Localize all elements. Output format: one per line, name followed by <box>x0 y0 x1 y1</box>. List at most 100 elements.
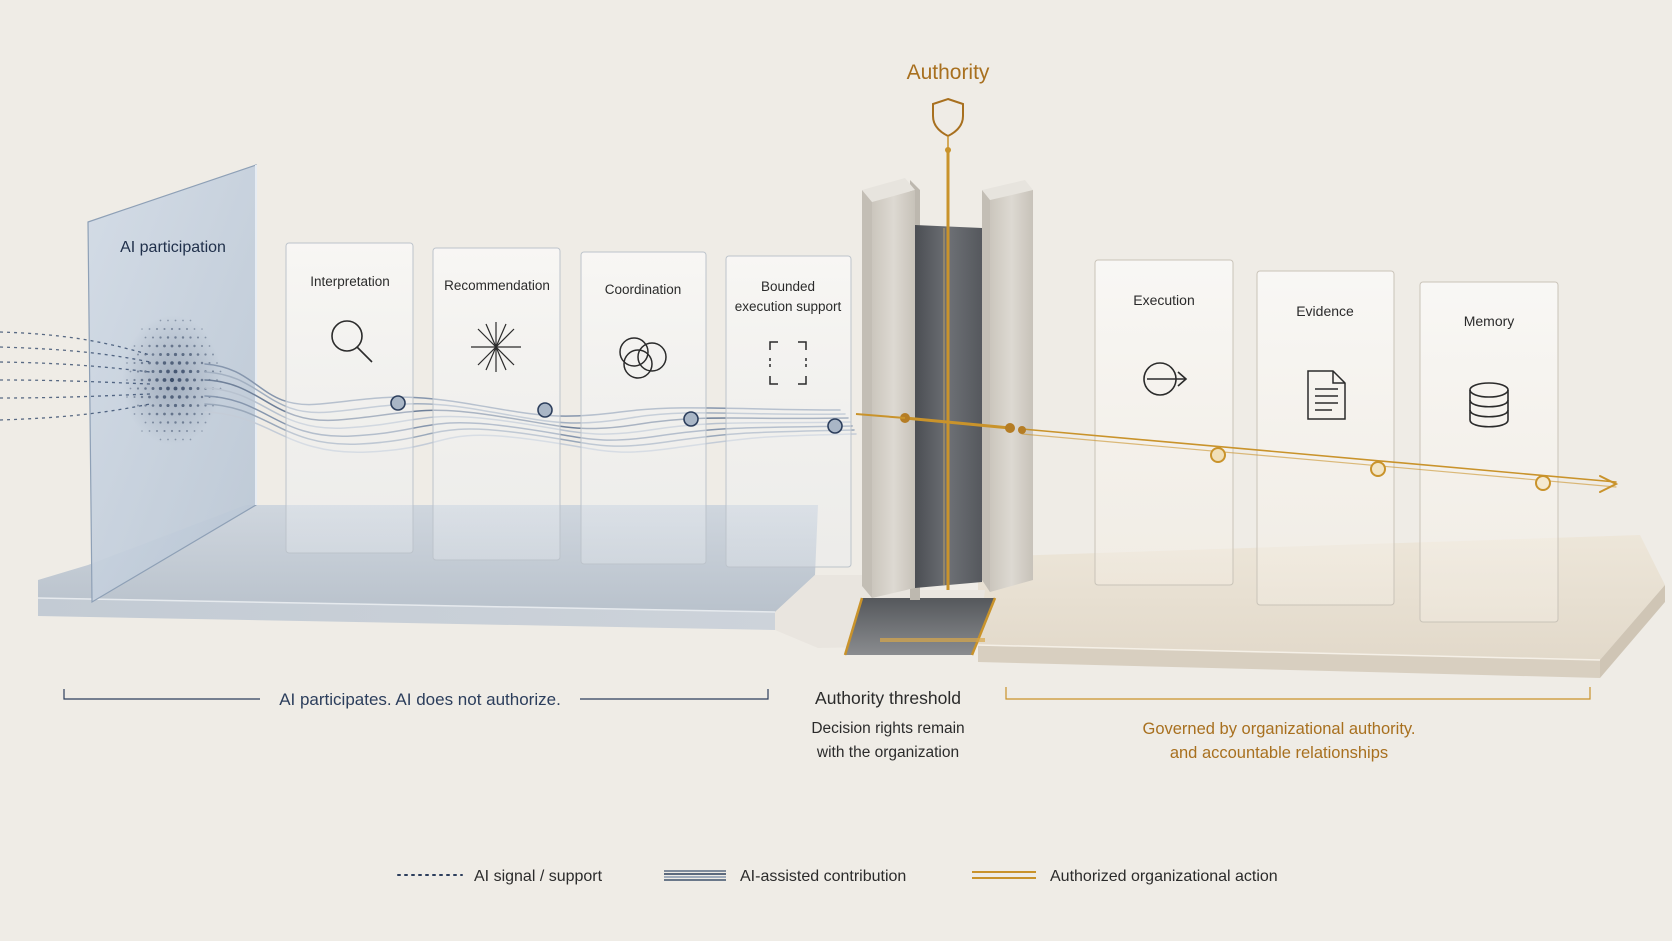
left-caption-group: AI participates. AI does not authorize. <box>63 689 769 709</box>
signal-dot <box>155 344 159 348</box>
signal-dot <box>200 378 204 382</box>
signal-dot <box>189 336 192 339</box>
signal-dot <box>174 336 177 339</box>
signal-dot <box>177 378 182 382</box>
signal-dot <box>144 353 147 356</box>
signal-dot <box>170 395 174 399</box>
arrow-circle-icon <box>1143 362 1188 396</box>
signal-dot <box>140 344 144 348</box>
left-caption: AI participates. AI does not authorize. <box>279 690 561 709</box>
threshold-gap-floor <box>775 575 997 656</box>
signal-dot <box>185 361 189 365</box>
signal-dot <box>159 404 162 407</box>
signal-dot <box>144 370 147 373</box>
signal-dot <box>133 395 136 399</box>
signal-dot <box>177 361 182 365</box>
signal-dot <box>170 344 174 348</box>
signal-dot <box>140 395 144 399</box>
signal-dot <box>141 430 143 432</box>
threshold-caption-group: Authority threshold Decision rights rema… <box>811 688 964 761</box>
signal-dot <box>174 421 177 424</box>
signal-dot <box>148 328 151 330</box>
right-caption-line1: Governed by organizational authority. <box>1142 720 1415 738</box>
signal-dot <box>170 412 174 416</box>
signal-dot <box>140 361 144 365</box>
document-icon <box>1307 370 1346 420</box>
signal-dot <box>178 429 181 433</box>
signal-dot <box>167 438 169 441</box>
signal-dot <box>148 395 151 399</box>
interpretation-label: Interpretation <box>310 274 390 289</box>
signal-dot <box>178 344 181 348</box>
threshold-title: Authority threshold <box>815 688 961 708</box>
signal-dot <box>166 421 170 424</box>
signal-dot <box>148 361 151 365</box>
signal-dot <box>188 369 193 374</box>
signal-dot <box>173 352 178 357</box>
magnifier-icon <box>331 320 373 363</box>
authority-title: Authority <box>907 61 990 84</box>
signal-dot <box>137 353 139 356</box>
signal-dot <box>204 353 207 356</box>
signal-dot <box>151 404 155 407</box>
ai-card-recommendation: Recommendation <box>432 247 561 561</box>
signal-dot <box>159 319 162 322</box>
signal-dot <box>144 421 147 424</box>
signal-dot <box>159 421 162 424</box>
signal-dot <box>201 328 203 330</box>
signal-dot <box>178 412 181 416</box>
bounded-label-line1: Bounded <box>761 279 815 294</box>
signal-dot <box>167 319 169 322</box>
ai-card-coordination: Coordination <box>580 251 707 565</box>
evidence-label: Evidence <box>1296 303 1354 319</box>
signal-dot <box>196 421 200 424</box>
threshold-line2: with the organization <box>816 744 959 761</box>
signal-dot <box>166 386 170 391</box>
recommendation-label: Recommendation <box>444 278 550 293</box>
signal-dot <box>148 378 151 382</box>
signal-dot <box>126 396 128 398</box>
signal-dot <box>208 361 211 365</box>
signal-dot <box>163 344 166 348</box>
signal-dot <box>208 345 211 347</box>
signal-dot <box>155 412 159 416</box>
signal-dot <box>141 328 143 330</box>
signal-dot <box>181 336 185 339</box>
signal-dot <box>170 361 174 365</box>
signal-dot <box>185 378 189 382</box>
signal-dot <box>189 319 192 322</box>
signal-dot <box>193 361 196 365</box>
signal-dot <box>151 387 155 390</box>
signal-dot <box>156 328 158 330</box>
org-card-memory: Memory <box>1419 281 1559 623</box>
right-caption-line2: and accountable relationships <box>1170 744 1388 762</box>
signal-dot <box>151 353 155 356</box>
signal-dot <box>173 369 178 374</box>
database-icon <box>1469 382 1509 428</box>
signal-dot <box>133 378 136 382</box>
signal-dot <box>185 395 189 399</box>
signal-dot <box>181 386 185 391</box>
signal-dot <box>212 353 214 356</box>
bounded-node <box>827 418 843 434</box>
signal-dot <box>159 353 162 356</box>
org-card-evidence: Evidence <box>1256 270 1395 606</box>
signal-dot <box>196 404 200 407</box>
right-caption-group: Governed by organizational authority. an… <box>1005 687 1591 762</box>
signal-dot <box>133 345 136 347</box>
signal-dot <box>158 369 163 374</box>
signal-dot <box>181 421 185 424</box>
signal-dot <box>126 362 128 364</box>
signal-dot <box>186 430 188 432</box>
signal-dot <box>208 413 211 415</box>
authorized-action-nodes <box>1210 447 1551 491</box>
signal-dot <box>129 370 132 373</box>
authorized-action-lines <box>1018 426 1619 493</box>
legend-authorized-label: Authorized organizational action <box>1050 868 1278 885</box>
signal-dot <box>193 328 196 330</box>
signal-dot <box>169 377 175 383</box>
signal-dot <box>173 403 178 408</box>
org-card-execution: Execution <box>1094 259 1234 586</box>
signal-dot <box>193 395 196 399</box>
